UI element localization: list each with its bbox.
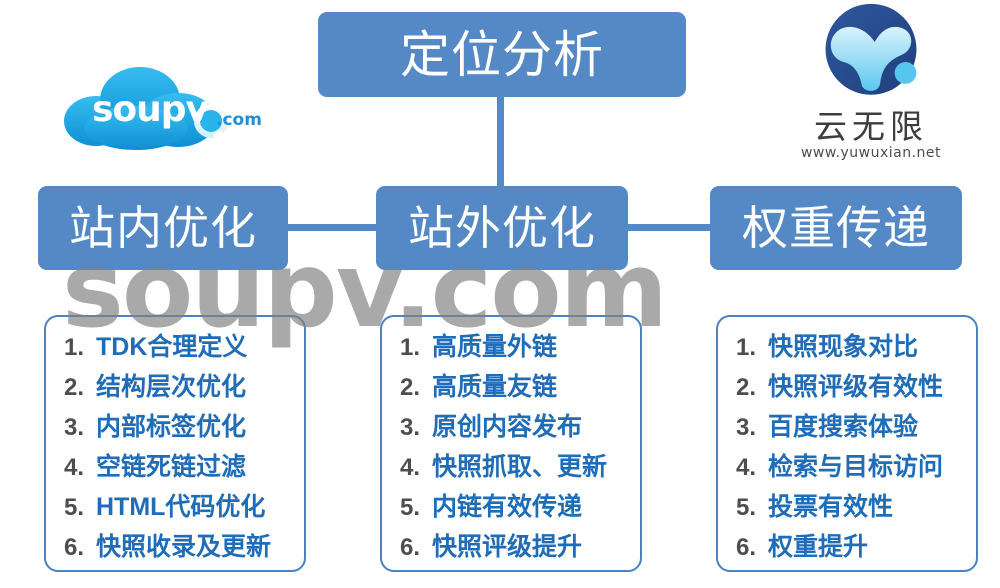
list-item-label: 快照评级提升 <box>432 533 583 561</box>
list-item-number: 3. <box>400 414 421 441</box>
node-branch-weight-label: 权重传递 <box>742 202 930 254</box>
list-item[interactable]: 1. 高质量外链 <box>382 327 640 367</box>
list-item-label: 快照现象对比 <box>768 333 919 361</box>
list-item[interactable]: 4. 检索与目标访问 <box>718 447 976 487</box>
node-branch-out[interactable]: 站外优化 <box>376 186 628 270</box>
list-item-label: 投票有效性 <box>768 493 894 521</box>
list-item[interactable]: 4. 空链死链过滤 <box>46 447 304 487</box>
list-item[interactable]: 2. 结构层次优化 <box>46 367 304 407</box>
list-item[interactable]: 2. 高质量友链 <box>382 367 640 407</box>
list-item-label: HTML代码优化 <box>96 493 266 521</box>
list-item-label: 原创内容发布 <box>432 413 583 441</box>
list-item-label: 空链死链过滤 <box>96 453 247 481</box>
soupv-wordmark: soupv <box>92 89 209 130</box>
list-item-label: 快照收录及更新 <box>96 533 272 561</box>
node-root[interactable]: 定位分析 <box>318 12 686 97</box>
list-item-number: 5. <box>64 494 85 521</box>
list-item[interactable]: 6. 快照收录及更新 <box>46 527 304 567</box>
list-item-label: TDK合理定义 <box>96 333 248 361</box>
list-item[interactable]: 5. 投票有效性 <box>718 487 976 527</box>
node-branch-in-label: 站内优化 <box>69 202 257 254</box>
list-item-number: 1. <box>400 334 421 361</box>
list-panel-weight: 1. 快照现象对比 2. 快照评级有效性 3. 百度搜索体验 4. 检索与目标访问 5.… <box>716 315 978 572</box>
list-item-label: 百度搜索体验 <box>768 413 919 441</box>
list-item-number: 2. <box>64 374 85 401</box>
list-item-number: 6. <box>64 534 85 561</box>
list-item[interactable]: 6. 快照评级提升 <box>382 527 640 567</box>
list-item-label: 快照评级有效性 <box>768 373 944 401</box>
node-branch-in[interactable]: 站内优化 <box>38 186 288 270</box>
list-item[interactable]: 5. HTML代码优化 <box>46 487 304 527</box>
yuwuxian-url: www.yuwuxian.net <box>800 145 942 162</box>
list-item-number: 2. <box>400 374 421 401</box>
list-item[interactable]: 5. 内链有效传递 <box>382 487 640 527</box>
list-item-label: 结构层次优化 <box>96 373 247 401</box>
node-branch-weight[interactable]: 权重传递 <box>710 186 962 270</box>
list-item-label: 高质量外链 <box>432 333 558 361</box>
list-item-number: 6. <box>400 534 421 561</box>
list-item[interactable]: 3. 原创内容发布 <box>382 407 640 447</box>
connector-root-to-out <box>497 95 504 195</box>
list-item-label: 快照抓取、更新 <box>432 453 608 481</box>
list-item[interactable]: 3. 百度搜索体验 <box>718 407 976 447</box>
list-item-number: 4. <box>736 454 757 481</box>
list-item-number: 4. <box>64 454 85 481</box>
list-panel-out: 1. 高质量外链 2. 高质量友链 3. 原创内容发布 4. 快照抓取、更新 5. 内链有… <box>380 315 642 572</box>
list-item-label: 内链有效传递 <box>432 493 583 521</box>
connector-out-to-weight <box>626 224 712 231</box>
soupv-cloud-logo: soupv .com <box>58 58 290 158</box>
list-item-number: 3. <box>736 414 757 441</box>
list-item-number: 5. <box>400 494 421 521</box>
list-item-number: 1. <box>736 334 757 361</box>
list-item-label: 内部标签优化 <box>96 413 247 441</box>
list-item-number: 4. <box>400 454 421 481</box>
list-item-number: 6. <box>736 534 757 561</box>
yuwuxian-chinese-name: 云无限 <box>814 108 928 145</box>
list-item[interactable]: 1. 快照现象对比 <box>718 327 976 367</box>
node-branch-out-label: 站外优化 <box>408 202 596 254</box>
list-item-number: 5. <box>736 494 757 521</box>
cloud-icon <box>64 67 231 150</box>
list-item[interactable]: 1. TDK合理定义 <box>46 327 304 367</box>
list-item-number: 1. <box>64 334 85 361</box>
list-item-label: 检索与目标访问 <box>768 453 944 481</box>
connector-out-to-in <box>286 224 378 231</box>
list-item-label: 高质量友链 <box>432 373 558 401</box>
list-panel-in: 1. TDK合理定义 2. 结构层次优化 3. 内部标签优化 4. 空链死链过滤 5. H… <box>44 315 306 572</box>
list-item[interactable]: 2. 快照评级有效性 <box>718 367 976 407</box>
list-item[interactable]: 3. 内部标签优化 <box>46 407 304 447</box>
list-item[interactable]: 4. 快照抓取、更新 <box>382 447 640 487</box>
soupv-tld: .com <box>216 110 262 130</box>
yuwuxian-logo: 云无限 www.yuwuxian.net <box>756 2 986 178</box>
yuwuxian-mark-icon <box>825 3 917 95</box>
list-item-label: 权重提升 <box>768 533 869 561</box>
magnifier-icon <box>194 104 231 149</box>
list-item-number: 3. <box>64 414 85 441</box>
node-root-label: 定位分析 <box>400 26 604 83</box>
list-item-number: 2. <box>736 374 757 401</box>
list-item[interactable]: 6. 权重提升 <box>718 527 976 567</box>
